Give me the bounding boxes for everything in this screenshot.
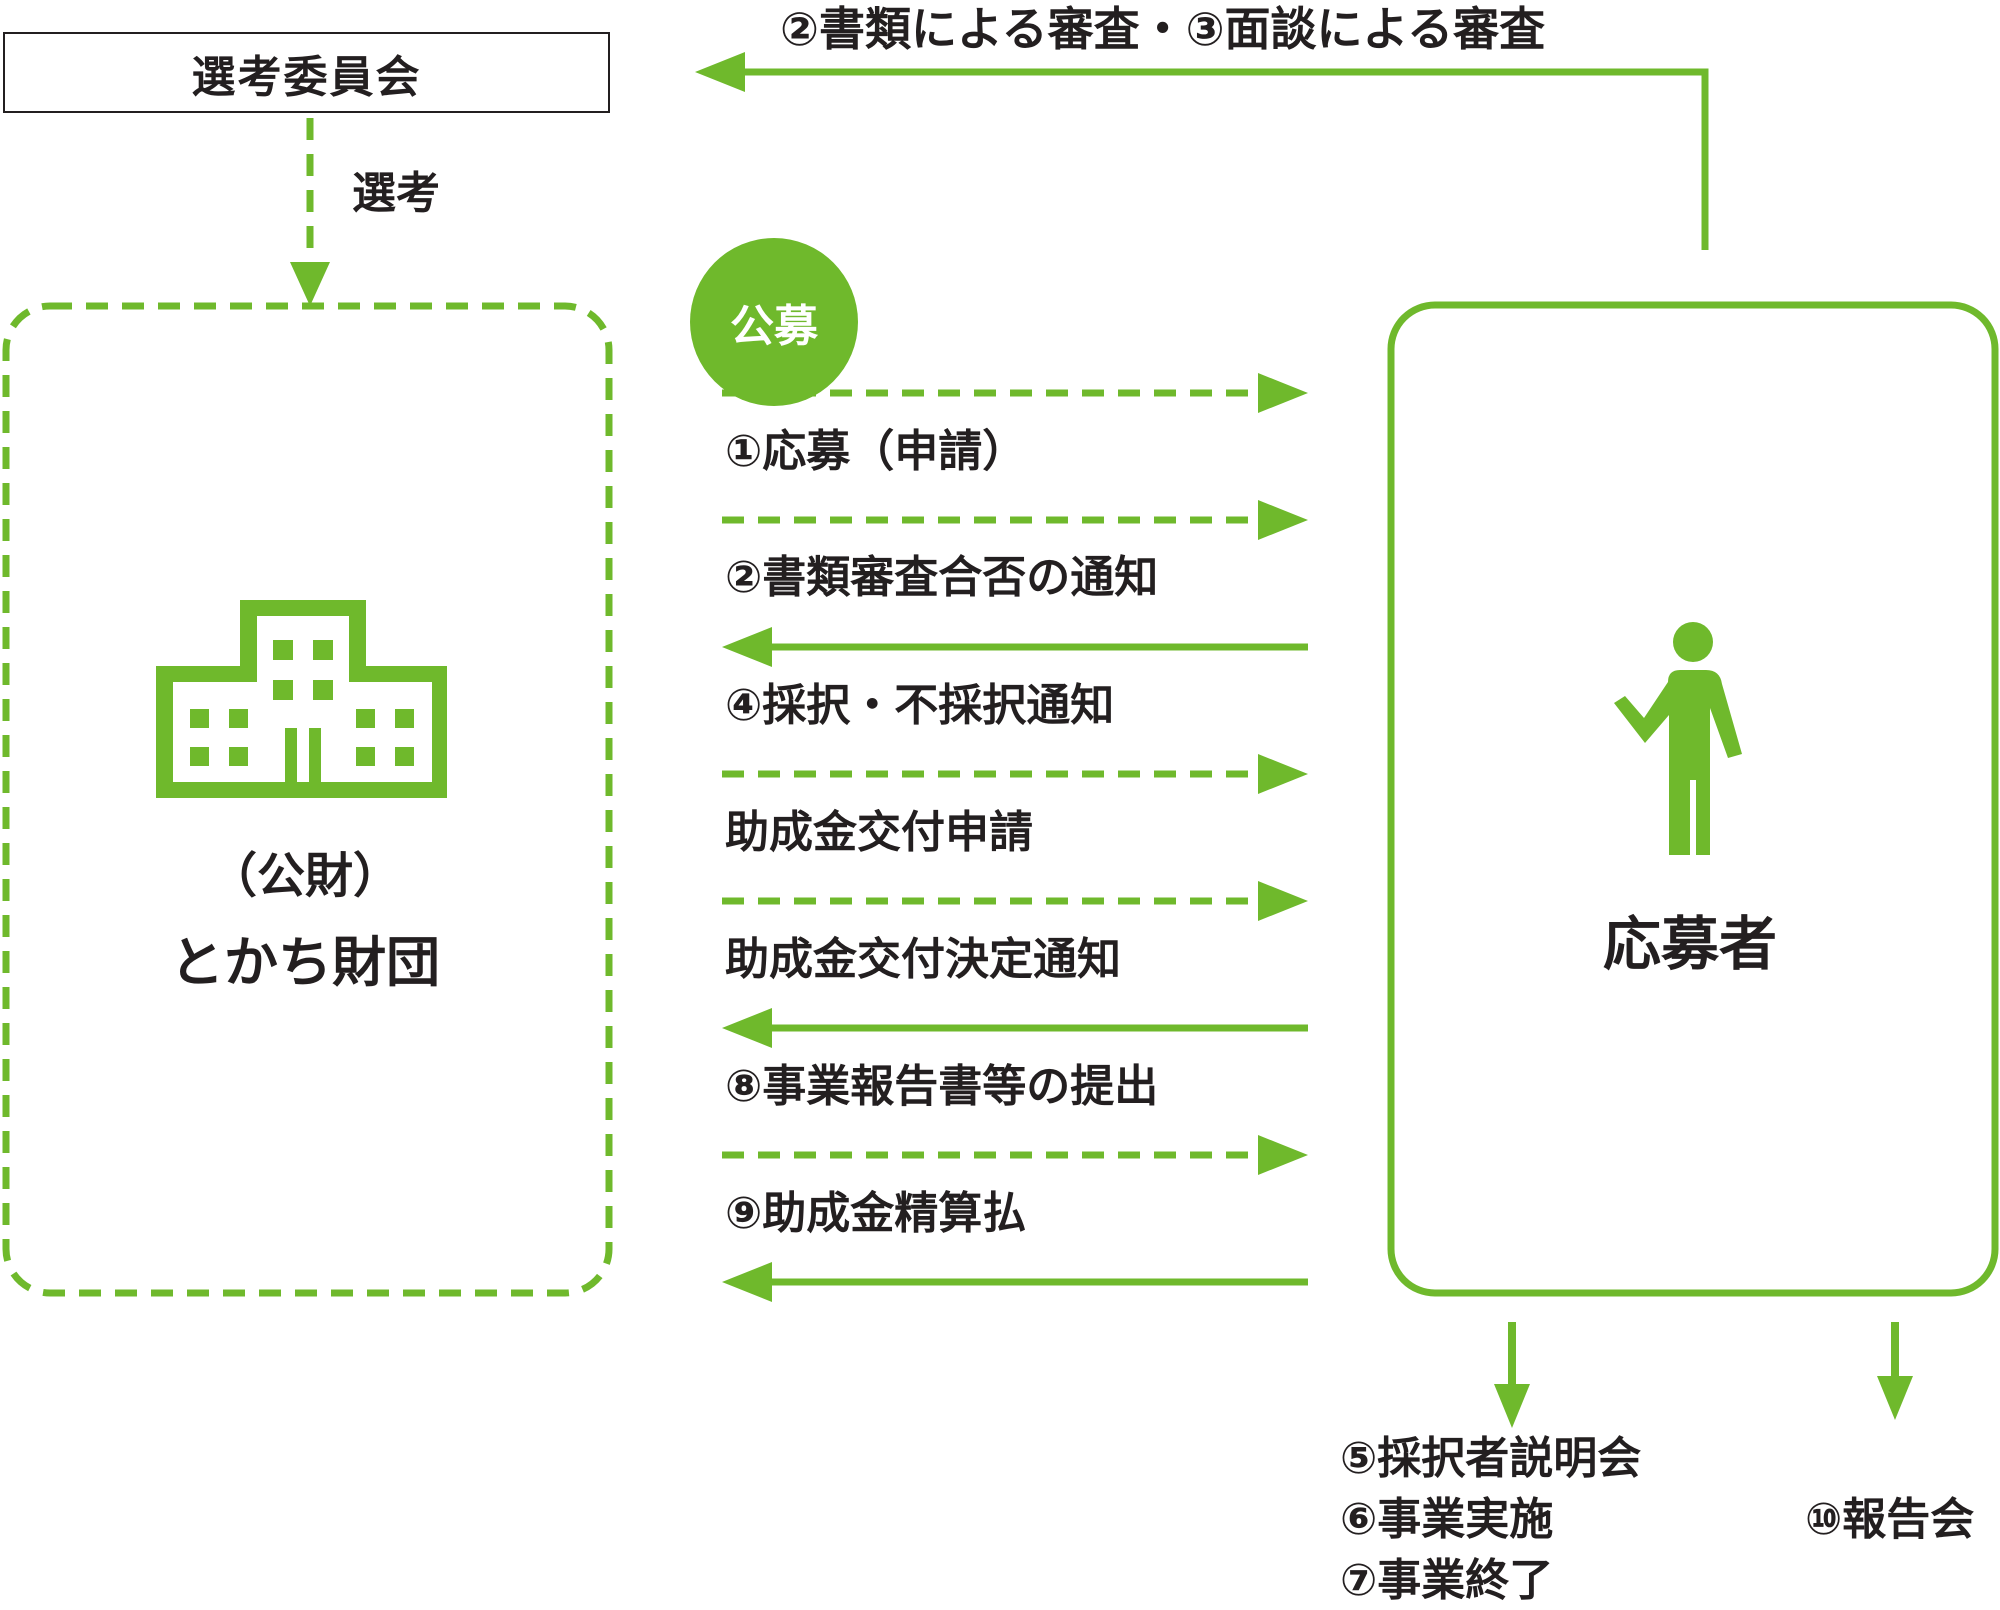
applicant-box — [1387, 301, 1999, 1297]
flow-arrowhead — [1258, 1135, 1308, 1175]
flow-arrowhead — [1258, 881, 1308, 921]
review-arrowhead — [695, 52, 745, 92]
outcome-step-2: ⑥事業実施 — [1340, 1494, 1554, 1545]
flow-label: ⑧事業報告書等の提出 — [725, 1061, 1159, 1112]
foundation-name-line1: （公財） — [208, 848, 401, 904]
flow-label: 助成金交付決定通知 — [725, 934, 1121, 985]
committee-name: 選考委員会 — [191, 51, 422, 103]
flow-arrowhead — [1258, 754, 1308, 794]
flow-arrowhead — [722, 1262, 772, 1302]
outcome-step-3: ⑦事業終了 — [1340, 1555, 1554, 1606]
recruitment-badge: 公募 — [690, 238, 858, 406]
report-meeting-label: ⑩報告会 — [1805, 1494, 1975, 1545]
outcomes-arrowhead — [1494, 1384, 1530, 1428]
selection-arrowhead — [290, 262, 330, 306]
flow-arrowhead — [1258, 500, 1308, 540]
selection-committee: 選考委員会 — [3, 32, 610, 113]
top-flow-label: ②書類による審査・③面談による審査 — [780, 2, 1546, 56]
recruitment-badge-label: 公募 — [730, 301, 818, 352]
outcome-step-1: ⑤採択者説明会 — [1340, 1433, 1642, 1484]
review-arrow — [735, 68, 1709, 250]
flow-label: 助成金交付申請 — [725, 807, 1033, 858]
foundation-box — [2, 302, 613, 1297]
building-icon — [156, 600, 447, 798]
flow-arrowhead — [722, 627, 772, 667]
foundation-name-line2: とかち財団 — [170, 931, 440, 994]
report-arrowhead — [1877, 1376, 1913, 1420]
flow-label: ④採択・不採択通知 — [725, 680, 1115, 731]
flow-arrowhead — [722, 1008, 772, 1048]
applicant-name: 応募者 — [1602, 910, 1777, 978]
flow-label: ⑨助成金精算払 — [725, 1188, 1027, 1239]
flow-label: ②書類審査合否の通知 — [725, 552, 1159, 603]
selection-label: 選考 — [352, 168, 440, 219]
person-icon — [1614, 622, 1742, 855]
flow-label: ①応募（申請） — [725, 426, 1027, 477]
flow-arrowhead — [1258, 373, 1308, 413]
